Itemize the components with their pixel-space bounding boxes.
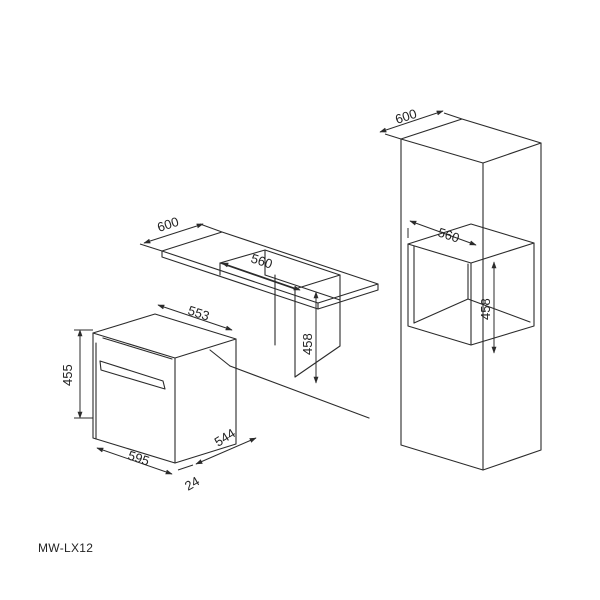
dim-label-oven-height: 455 — [60, 364, 75, 386]
dimension-lines — [74, 110, 497, 475]
dim-label-oven-width: 595 — [126, 448, 151, 469]
dim-label-tall-cutout-width: 560 — [436, 225, 461, 246]
tall-cabinet — [384, 112, 542, 471]
undercounter-cabinet — [139, 223, 379, 419]
dim-label-tall-cutout-height: 458 — [478, 298, 493, 320]
dim-label-tall-width: 600 — [393, 106, 418, 127]
dim-label-front-depth: 24 — [182, 473, 202, 493]
dim-label-cabinet-width: 600 — [155, 214, 180, 235]
dim-label-oven-depth: 553 — [186, 303, 211, 324]
dim-label-cutout-width: 560 — [249, 251, 274, 272]
dim-label-oven-body-depth: 544 — [212, 425, 238, 449]
model-label: MW-LX12 — [38, 541, 94, 555]
dim-label-cutout-height: 458 — [300, 333, 315, 355]
oven-door-handle — [99, 360, 166, 390]
